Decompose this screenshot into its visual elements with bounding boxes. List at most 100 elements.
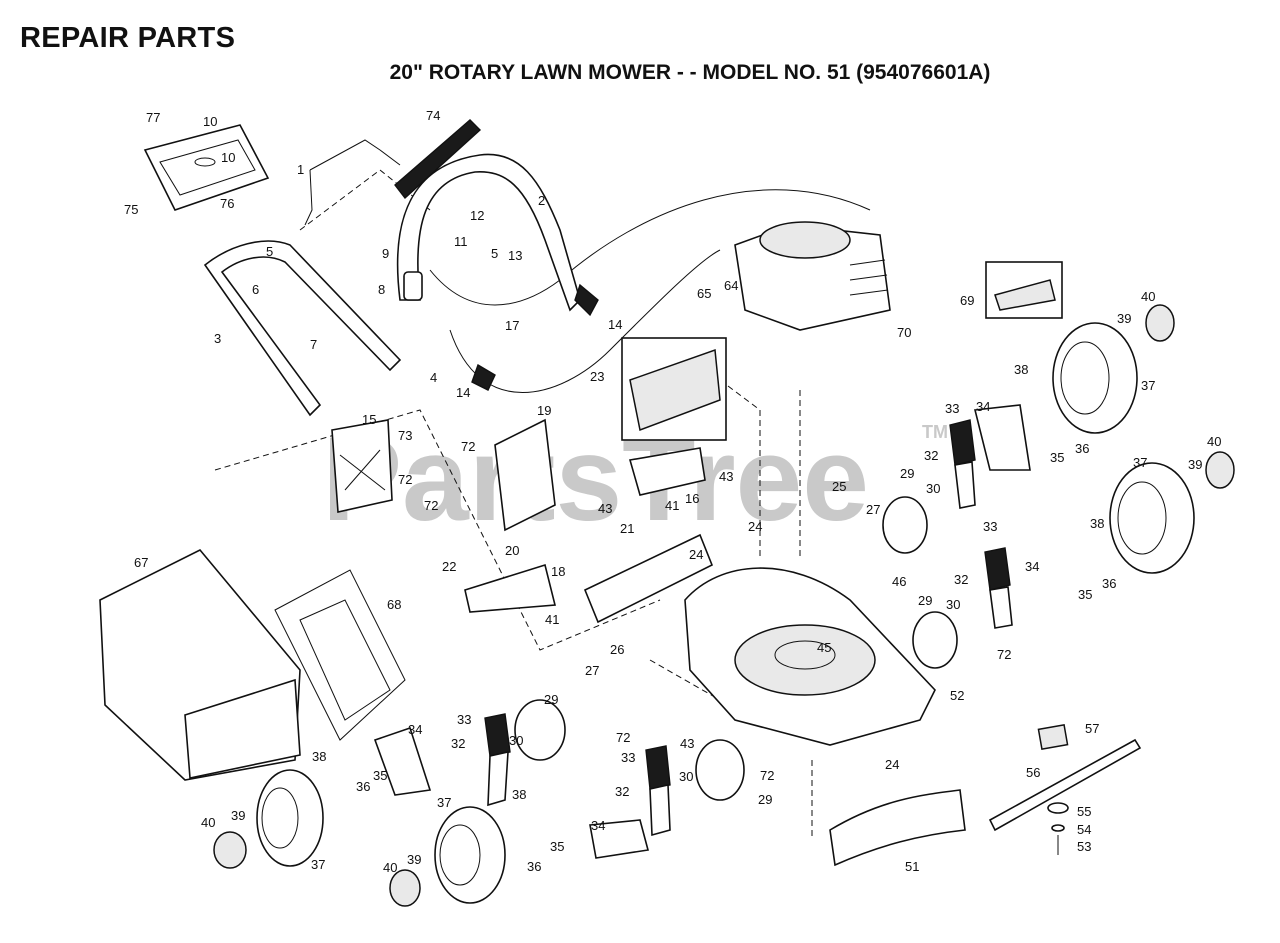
diagram-subtitle: 20" ROTARY LAWN MOWER - - MODEL NO. 51 (… xyxy=(389,61,991,84)
callout-43-b: 43 xyxy=(598,501,612,516)
callout-18: 18 xyxy=(551,564,565,579)
callout-15: 15 xyxy=(362,412,376,427)
engine xyxy=(734,221,891,331)
callout-17: 17 xyxy=(505,318,519,333)
wheel-front-right xyxy=(389,806,506,907)
callout-34-b: 34 xyxy=(1025,559,1039,574)
callout-38-a: 38 xyxy=(1014,362,1028,377)
door-bracket xyxy=(628,447,706,496)
air-filter-inset xyxy=(985,261,1063,319)
callout-35-a: 35 xyxy=(1050,450,1064,465)
callout-72-f: 72 xyxy=(760,768,774,783)
callout-14-b: 14 xyxy=(608,317,622,332)
watermark-tm: TM xyxy=(922,422,948,442)
callout-57: 57 xyxy=(1085,721,1099,736)
wheel-rear-upper xyxy=(1052,304,1175,434)
handle-grip xyxy=(394,119,482,200)
callout-3: 3 xyxy=(214,331,221,346)
callout-30-d: 30 xyxy=(679,769,693,784)
callout-24-c: 24 xyxy=(885,757,899,772)
callout-16: 16 xyxy=(685,491,699,506)
callout-4: 4 xyxy=(430,370,437,385)
callout-69: 69 xyxy=(960,293,974,308)
height-adjuster-front-right xyxy=(589,745,671,859)
grass-deflector xyxy=(331,419,393,513)
callout-2: 2 xyxy=(538,193,545,208)
callout-43-c: 43 xyxy=(680,736,694,751)
callout-74: 74 xyxy=(426,108,440,123)
grass-bag-cover xyxy=(143,124,270,211)
callout-25: 25 xyxy=(832,479,846,494)
callout-39-d: 39 xyxy=(407,852,421,867)
callout-72-b: 72 xyxy=(398,472,412,487)
callout-43-a: 43 xyxy=(719,469,733,484)
callout-9: 9 xyxy=(382,246,389,261)
callout-36-b: 36 xyxy=(1102,576,1116,591)
callout-51: 51 xyxy=(905,859,919,874)
callout-32-d: 32 xyxy=(615,784,629,799)
callout-5-b: 5 xyxy=(266,244,273,259)
rear-baffle-plate xyxy=(494,418,556,532)
blade-assembly xyxy=(988,724,1142,855)
callout-30-b: 30 xyxy=(946,597,960,612)
hinge-rod-bracket xyxy=(464,563,557,613)
callout-27-b: 27 xyxy=(585,663,599,678)
callout-10-a: 10 xyxy=(203,114,217,129)
callout-34-d: 34 xyxy=(591,818,605,833)
callout-29-b: 29 xyxy=(918,593,932,608)
callout-30-c: 30 xyxy=(509,733,523,748)
handle-lower xyxy=(203,240,402,417)
callout-38-c: 38 xyxy=(312,749,326,764)
callout-5-a: 5 xyxy=(491,246,498,261)
callout-45: 45 xyxy=(817,640,831,655)
callout-19: 19 xyxy=(537,403,551,418)
callout-39-a: 39 xyxy=(1117,311,1131,326)
callout-29-c: 29 xyxy=(544,692,558,707)
callout-73: 73 xyxy=(398,428,412,443)
callout-10-b: 10 xyxy=(221,150,235,165)
height-adjuster-rear-lower xyxy=(984,547,1013,629)
callout-72-c: 72 xyxy=(424,498,438,513)
callout-27-a: 27 xyxy=(866,502,880,517)
callout-68: 68 xyxy=(387,597,401,612)
callout-11: 11 xyxy=(454,234,468,249)
callout-52: 52 xyxy=(950,688,964,703)
callout-54: 54 xyxy=(1077,822,1091,837)
callout-34-c: 34 xyxy=(408,722,422,737)
callout-40-c: 40 xyxy=(201,815,215,830)
callout-37-b: 37 xyxy=(1133,455,1147,470)
callout-29-d: 29 xyxy=(758,792,772,807)
callout-21: 21 xyxy=(620,521,634,536)
callout-35-c: 35 xyxy=(373,768,387,783)
callout-40-d: 40 xyxy=(383,860,397,875)
callout-67: 67 xyxy=(134,555,148,570)
callout-34-a: 34 xyxy=(976,399,990,414)
deck-front-skirt xyxy=(829,789,966,867)
callout-72-e: 72 xyxy=(616,730,630,745)
callout-77: 77 xyxy=(146,110,160,125)
callout-20: 20 xyxy=(505,543,519,558)
callout-29-a: 29 xyxy=(900,466,914,481)
handle-knobs xyxy=(403,271,599,391)
callout-39-c: 39 xyxy=(231,808,245,823)
callout-32-c: 32 xyxy=(451,736,465,751)
callout-labels: 77 10 10 75 76 1 74 2 12 11 5 13 9 5 6 8… xyxy=(124,108,1221,875)
callout-30-a: 30 xyxy=(926,481,940,496)
callout-38-b: 38 xyxy=(1090,516,1104,531)
callout-6: 6 xyxy=(252,282,259,297)
callout-65: 65 xyxy=(697,286,711,301)
wheel-front-left xyxy=(213,769,324,869)
callout-36-c: 36 xyxy=(356,779,370,794)
callout-33-a: 33 xyxy=(945,401,959,416)
wheel-adapters xyxy=(514,496,958,801)
callout-56: 56 xyxy=(1026,765,1040,780)
callout-8: 8 xyxy=(378,282,385,297)
callout-35-d: 35 xyxy=(550,839,564,854)
callout-40-a: 40 xyxy=(1141,289,1155,304)
throttle-cable xyxy=(429,189,871,306)
callout-41-b: 41 xyxy=(545,612,559,627)
callout-23: 23 xyxy=(590,369,604,384)
callout-1: 1 xyxy=(297,162,304,177)
callout-36-a: 36 xyxy=(1075,441,1089,456)
